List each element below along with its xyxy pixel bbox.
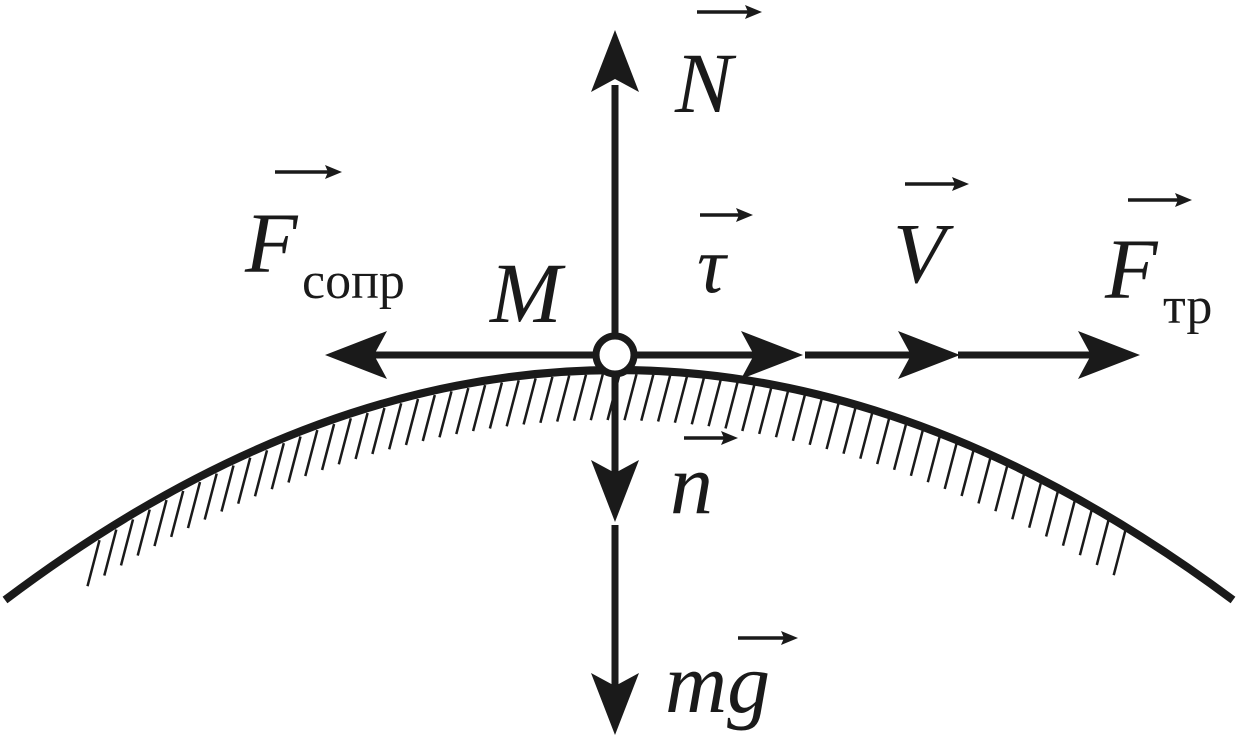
hatch-line — [337, 417, 353, 465]
hatch-line — [1061, 499, 1077, 547]
hatch-line — [977, 457, 992, 504]
hatch-line — [572, 374, 588, 422]
velocity-overline-arrow — [905, 177, 969, 191]
hatch-line — [169, 490, 185, 538]
hatch-line — [354, 412, 369, 460]
hatch-line — [791, 394, 807, 442]
hatch-line — [673, 376, 689, 424]
hatch-line — [371, 407, 386, 455]
hatch-line — [774, 390, 790, 438]
drag-force-label: F — [244, 195, 299, 291]
normal-force-arrowhead — [591, 30, 639, 92]
hatch-line — [994, 464, 1009, 512]
hatch-line — [220, 465, 235, 512]
hatch-line — [741, 384, 756, 432]
hatch-line — [1112, 528, 1127, 576]
hatch-line — [119, 519, 135, 566]
hatch-line — [304, 429, 319, 477]
hatch-line — [757, 387, 773, 435]
hatch-line — [103, 529, 118, 576]
friction-force-label: F — [1104, 221, 1159, 317]
tangent-label: τ — [697, 222, 729, 310]
hatch-line — [909, 429, 925, 477]
hatch-line — [875, 417, 891, 465]
hatch-line — [640, 374, 655, 422]
hatch-line — [136, 509, 151, 556]
gravity-label: mg — [665, 635, 770, 731]
hatch-line — [656, 375, 672, 422]
hatch-line — [320, 423, 336, 471]
hatch-line — [825, 402, 840, 450]
hatch-line — [555, 375, 571, 422]
hatch-line — [186, 481, 202, 529]
hatch-line — [287, 436, 302, 483]
gravity-overline-arrow — [738, 631, 798, 645]
normal-force-overline-arrow — [697, 5, 762, 19]
hatch-line — [539, 376, 554, 424]
drag-force-overline-arrow — [275, 165, 342, 179]
hatch-line — [86, 539, 101, 587]
hatch-line — [1044, 490, 1060, 537]
gravity-arrowhead — [591, 673, 639, 735]
drag-force-subscript: сопр — [302, 253, 405, 310]
hatch-line — [1011, 472, 1026, 520]
hatch-line — [690, 377, 706, 425]
hatch-line — [471, 384, 487, 432]
normal-force-label: N — [674, 35, 737, 131]
normal-unit-arrowhead — [591, 460, 639, 522]
hatch-line — [960, 449, 975, 497]
hatch-line — [522, 378, 537, 425]
hatch-line — [253, 449, 269, 497]
hatch-line — [404, 398, 420, 446]
hatch-line — [926, 435, 942, 483]
tangent-arrowhead — [741, 331, 803, 379]
point-m-label: M — [488, 245, 566, 341]
hatch-line — [724, 382, 739, 429]
friction-force-arrowhead — [1078, 331, 1140, 379]
hatch-line — [153, 499, 168, 547]
normal-unit-overline-arrow — [684, 431, 738, 445]
hatch-line — [1095, 518, 1111, 566]
friction-force-subscript: тр — [1163, 278, 1212, 335]
hatch-line — [438, 390, 453, 438]
hatch-line — [1078, 508, 1094, 556]
hatch-line — [203, 473, 218, 520]
hatch-line — [387, 402, 403, 450]
friction-force-overline-arrow — [1128, 193, 1192, 207]
hatch-line — [1027, 481, 1043, 529]
normal-unit-label: n — [670, 436, 713, 532]
hatch-line — [236, 457, 252, 505]
hatch-line — [421, 394, 437, 442]
hatch-line — [892, 423, 908, 471]
tangent-overline-arrow — [700, 208, 753, 222]
hatch-line — [623, 373, 638, 421]
hatch-line — [808, 398, 823, 446]
hatch-line — [842, 407, 857, 455]
surface-hatching — [86, 373, 1127, 587]
hatch-line — [270, 442, 286, 490]
drag-force-arrowhead — [325, 331, 387, 379]
velocity-label: V — [893, 205, 954, 301]
hatch-line — [589, 373, 605, 421]
point-m — [592, 332, 638, 378]
velocity-arrowhead — [898, 331, 960, 379]
overline-arrows — [275, 5, 1192, 645]
hatch-line — [859, 412, 874, 460]
hatch-line — [488, 382, 504, 429]
hatch-line — [943, 442, 958, 490]
hatch-line — [707, 379, 722, 427]
hatch-line — [455, 387, 470, 435]
hatch-line — [505, 379, 520, 427]
